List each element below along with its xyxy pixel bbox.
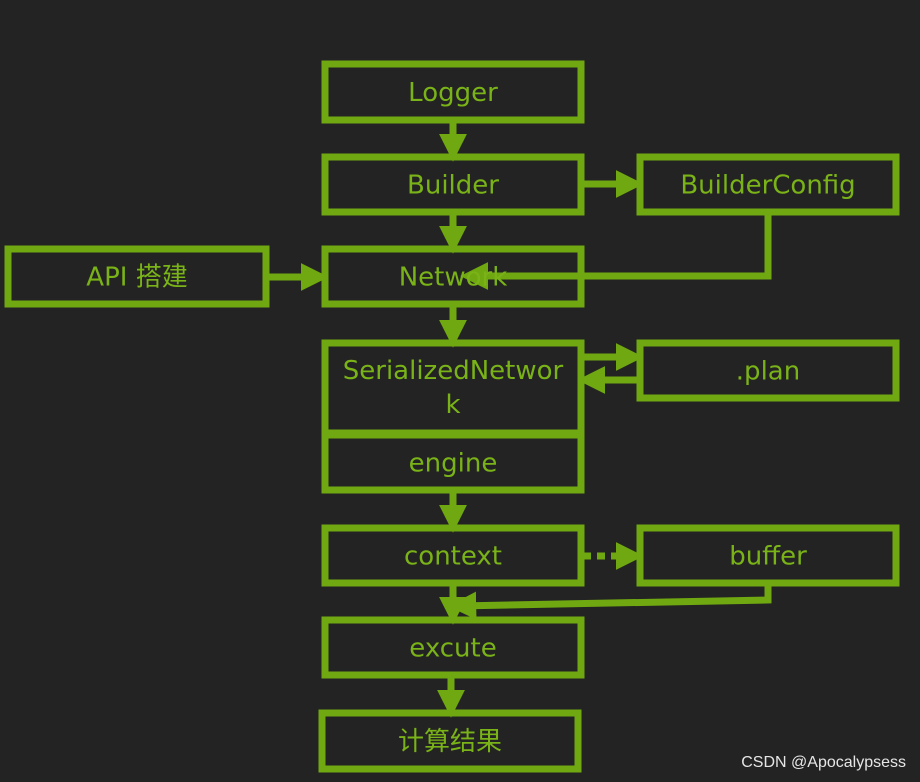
node-buffer-box: [636, 524, 900, 587]
node-result-box: [318, 709, 582, 773]
node-excute: excute: [321, 616, 585, 679]
node-api: API 搭建: [4, 245, 270, 308]
node-builder-config-label: BuilderConfig: [680, 171, 855, 201]
edges-layer: [268, 122, 772, 718]
node-excute-box: [321, 616, 585, 679]
node-builder-box: [321, 153, 585, 216]
node-logger: Logger: [321, 60, 585, 124]
node-api-label: API 搭建: [86, 263, 187, 293]
node-serialized-network: SerializedNetwor k: [321, 339, 585, 437]
node-result: 计算结果: [318, 709, 582, 773]
node-builder: Builder: [321, 153, 585, 216]
node-plan-label: .plan: [736, 357, 800, 387]
node-serialized-network-label: SerializedNetwor: [343, 356, 564, 386]
node-builder-config: BuilderConfig: [636, 153, 900, 216]
node-engine: engine: [321, 431, 585, 494]
node-engine-box: [321, 431, 585, 494]
node-result-label: 计算结果: [398, 727, 502, 757]
node-plan: .plan: [636, 339, 900, 402]
node-context-box: [321, 524, 585, 587]
node-api-box: [4, 245, 270, 308]
node-buffer: buffer: [636, 524, 900, 587]
node-network: Network: [321, 245, 585, 308]
watermark: CSDN @Apocalypsess: [741, 754, 906, 771]
node-excute-label: excute: [409, 634, 496, 664]
node-logger-box: [321, 60, 585, 124]
node-builder-label: Builder: [407, 171, 499, 201]
node-serialized-network-label-line2: k: [445, 390, 460, 420]
node-network-label: Network: [399, 263, 508, 293]
edge-buffer-to-excute: [448, 585, 772, 620]
node-plan-box: [636, 339, 900, 402]
node-context-label: context: [404, 542, 502, 572]
node-context: context: [321, 524, 585, 587]
node-network-box: [321, 245, 585, 308]
node-engine-label: engine: [409, 449, 498, 479]
node-buffer-label: buffer: [729, 542, 807, 572]
node-logger-label: Logger: [408, 78, 498, 108]
edge-builder-config-to-network: [460, 214, 772, 290]
node-builder-config-box: [636, 153, 900, 216]
